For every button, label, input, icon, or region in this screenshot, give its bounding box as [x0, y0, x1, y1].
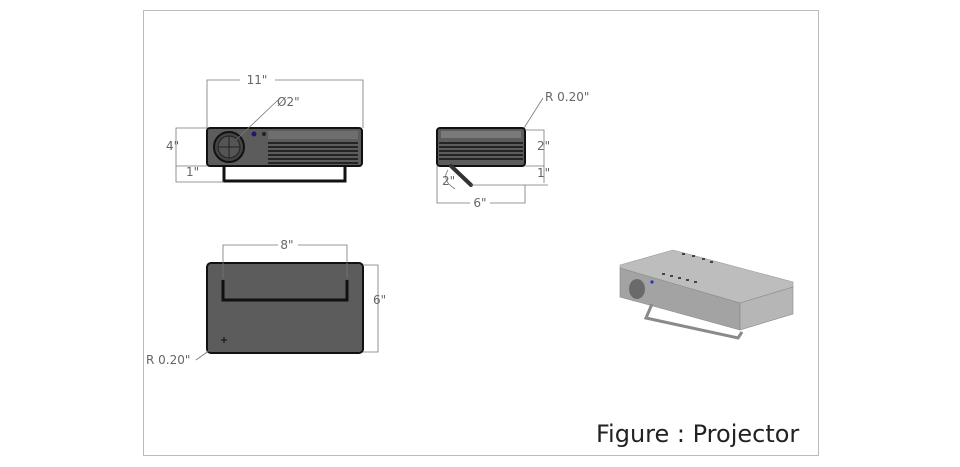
origin-mark [221, 337, 227, 343]
front-top-panel [268, 131, 358, 139]
top-radius-dim: R 0.20" [146, 353, 190, 367]
iso-side [739, 286, 794, 331]
front-width-dim: 11" [247, 73, 268, 87]
side-leg-dim: 2" [442, 174, 455, 188]
top-body [206, 262, 364, 354]
side-body-dim: 2" [537, 139, 550, 153]
front-vents [268, 142, 358, 164]
side-view: R 0.20" 2" 1" 6" 2" [436, 90, 589, 210]
front-stand-dim: 1" [186, 165, 199, 179]
isometric-view [619, 249, 794, 340]
iso-lens-icon [629, 279, 645, 299]
front-lens-dim: Ø2" [277, 95, 300, 109]
side-leg [449, 164, 473, 187]
sheet-border [143, 10, 819, 456]
button-icon [262, 132, 266, 136]
top-depth-dim: 6" [373, 293, 386, 307]
front-height-dim: 4" [166, 139, 179, 153]
side-radius-dim: R 0.20" [545, 90, 589, 104]
top-handle [221, 280, 349, 302]
top-handle-dim: 8" [280, 238, 293, 252]
side-stand-dim: 1" [537, 166, 550, 180]
top-view: 8" 6" R 0.20" [146, 238, 386, 367]
front-stand [222, 166, 347, 183]
front-view: 11" Ø2" 4" 1" [166, 73, 364, 183]
power-button-icon [251, 131, 257, 137]
iso-stand [643, 303, 744, 340]
indicator-light-icon [650, 280, 654, 284]
side-depth-dim: 6" [473, 196, 486, 210]
iso-buttons [662, 253, 713, 283]
figure-caption: Figure : Projector [596, 420, 799, 448]
